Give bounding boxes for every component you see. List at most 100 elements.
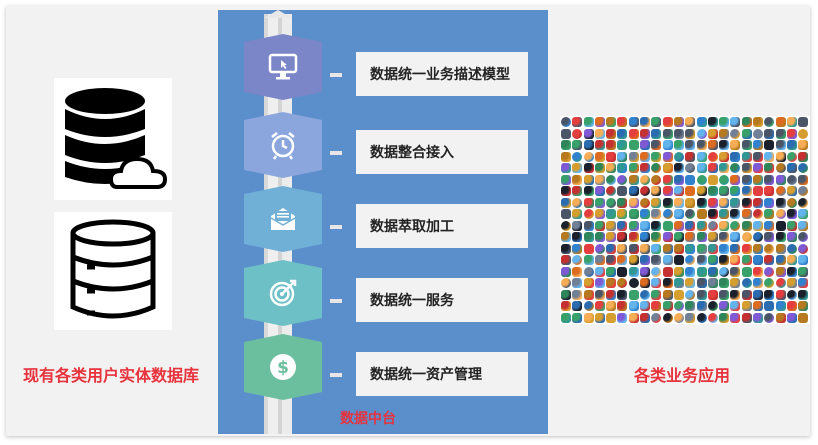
app-icon <box>628 209 639 219</box>
app-icon <box>583 174 594 185</box>
app-icon <box>606 266 617 277</box>
app-icon <box>707 151 718 162</box>
app-icon <box>617 174 628 185</box>
app-icon <box>628 289 639 300</box>
dollar-coin-icon: $ <box>270 354 296 380</box>
app-icon <box>617 301 628 311</box>
app-icon <box>628 278 639 288</box>
app-icon <box>786 128 797 139</box>
app-icon <box>764 151 775 162</box>
app-icon <box>719 163 730 173</box>
app-icon <box>719 278 730 288</box>
app-icon <box>673 301 684 311</box>
app-icon <box>696 278 707 288</box>
app-icon <box>640 220 651 231</box>
app-icon <box>572 289 583 300</box>
app-icon <box>798 128 809 139</box>
app-icon <box>606 128 617 139</box>
app-icon <box>640 117 651 127</box>
app-icon <box>561 128 571 139</box>
app-icon <box>617 220 628 231</box>
app-icon <box>628 117 639 127</box>
app-icon <box>594 301 605 311</box>
database-card <box>54 212 172 330</box>
app-icon <box>764 220 775 231</box>
app-icon <box>696 243 707 254</box>
app-icon <box>775 232 786 242</box>
app-icon <box>707 255 718 265</box>
app-icon <box>730 278 741 288</box>
app-icon <box>730 197 741 208</box>
app-icon <box>628 266 639 277</box>
app-icon <box>753 117 764 127</box>
app-icon <box>640 163 651 173</box>
app-icon <box>594 128 605 139</box>
app-icon <box>798 289 809 300</box>
app-icon <box>572 232 583 242</box>
app-icon <box>583 117 594 127</box>
app-icon <box>786 301 797 311</box>
app-icon <box>651 243 662 254</box>
app-icons-grid <box>560 116 810 324</box>
app-icon <box>662 255 673 265</box>
app-icon <box>786 255 797 265</box>
app-icon <box>594 266 605 277</box>
app-icon <box>719 232 730 242</box>
app-icon <box>786 209 797 219</box>
app-icon <box>730 243 741 254</box>
app-icon <box>685 255 696 265</box>
app-icon <box>583 312 594 323</box>
app-icon <box>764 128 775 139</box>
target-icon <box>269 279 297 307</box>
connector-1 <box>330 73 342 77</box>
app-icon <box>594 140 605 150</box>
app-icon <box>741 255 752 265</box>
app-icon <box>753 220 764 231</box>
layer-block-4 <box>244 260 322 326</box>
app-icon <box>606 174 617 185</box>
app-icon <box>696 209 707 219</box>
app-icon <box>606 117 617 127</box>
app-icon <box>640 278 651 288</box>
app-icon <box>606 232 617 242</box>
left-caption: 现有各类用户实体数据库 <box>22 366 199 385</box>
app-icon <box>662 312 673 323</box>
app-icon <box>640 174 651 185</box>
app-icon <box>572 243 583 254</box>
app-icon <box>798 151 809 162</box>
app-icon <box>764 255 775 265</box>
app-icon <box>640 209 651 219</box>
app-icon <box>561 312 571 323</box>
app-icon <box>786 289 797 300</box>
app-icon <box>685 151 696 162</box>
app-icon <box>786 312 797 323</box>
layer-label-5: 数据统一资产管理 <box>356 352 528 396</box>
app-icon <box>628 151 639 162</box>
app-icon <box>628 163 639 173</box>
app-icon <box>594 117 605 127</box>
app-icon <box>673 278 684 288</box>
app-icon <box>775 209 786 219</box>
app-icon <box>651 186 662 196</box>
app-icon <box>617 243 628 254</box>
app-icon <box>662 220 673 231</box>
app-icon <box>617 232 628 242</box>
app-icon <box>753 140 764 150</box>
app-icon <box>673 209 684 219</box>
app-icon <box>707 117 718 127</box>
app-icon <box>685 128 696 139</box>
app-icon <box>753 301 764 311</box>
app-icon <box>741 197 752 208</box>
app-icon <box>606 289 617 300</box>
app-icon <box>775 243 786 254</box>
app-icon <box>798 266 809 277</box>
app-icon <box>775 140 786 150</box>
app-icon <box>764 197 775 208</box>
app-icon <box>628 174 639 185</box>
app-icon <box>798 163 809 173</box>
app-icon <box>561 209 571 219</box>
monitor-cursor-icon <box>268 53 298 80</box>
app-icon <box>707 163 718 173</box>
app-icon <box>753 312 764 323</box>
app-icon <box>673 220 684 231</box>
